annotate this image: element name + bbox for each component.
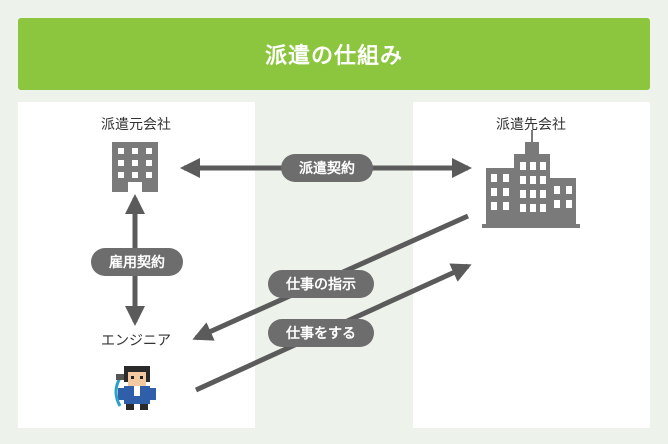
work-instruction-pill: 仕事の指示 xyxy=(268,270,374,298)
page-title: 派遣の仕組み xyxy=(18,18,650,90)
engineer-avatar-icon xyxy=(114,366,156,410)
dispatch-agency-label: 派遣元会社 xyxy=(101,117,171,133)
office-building-icon xyxy=(112,142,158,192)
city-buildings-icon xyxy=(482,130,580,228)
doing-work-pill: 仕事をする xyxy=(268,319,374,347)
employment-contract-pill: 雇用契約 xyxy=(91,248,183,276)
engineer-label: エンジニア xyxy=(101,333,171,349)
client-company-label: 派遣先会社 xyxy=(496,117,566,133)
dispatch-contract-pill: 派遣契約 xyxy=(281,154,373,182)
